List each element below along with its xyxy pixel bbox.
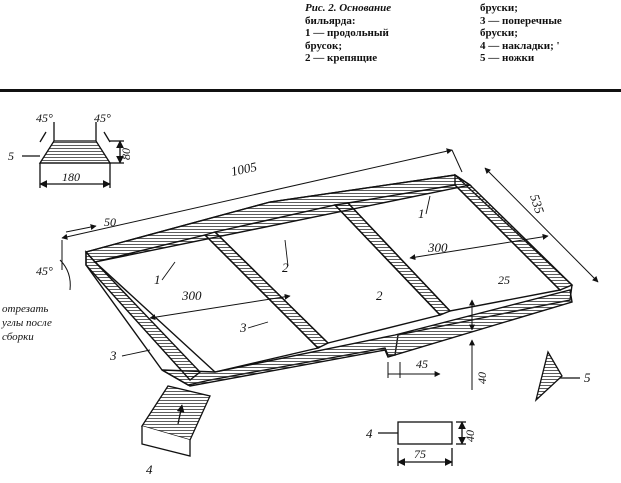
inner-length-left: 300 xyxy=(181,288,202,303)
caption-line: брусок; xyxy=(305,39,343,52)
edge-25-label: 25 xyxy=(498,273,510,287)
notch-40-label: 40 xyxy=(475,372,489,384)
caption-line: 2 — крепящие xyxy=(305,52,378,64)
length-label: 1005 xyxy=(230,159,259,179)
part-1-right: 1 xyxy=(418,206,425,221)
notch-45-label: 45 xyxy=(416,357,428,371)
leg-angle-left: 45° xyxy=(36,111,53,125)
frame-dimensions xyxy=(59,148,599,390)
pad-part-label: 4 xyxy=(366,426,373,441)
caption-line: бруски; xyxy=(480,2,518,14)
leg-part-label: 5 xyxy=(8,149,14,163)
pad-detail xyxy=(378,421,466,466)
leg-block xyxy=(140,385,211,457)
inner-length-right: 300 xyxy=(427,240,448,255)
caption-line: 5 — ножки xyxy=(480,52,535,64)
width-label: 535 xyxy=(527,192,547,216)
part-1-left: 1 xyxy=(154,272,161,287)
figure-caption: Рис. 2. Основание бильярда: 1 — продольн… xyxy=(305,2,615,84)
caption-line: бруски; xyxy=(480,27,518,39)
wedge xyxy=(534,350,580,402)
leader-lines xyxy=(121,195,431,357)
caption-right-column: бруски; 3 — поперечные бруски; 4 — накла… xyxy=(480,2,562,65)
billiard-base-drawing: 45° 45° 80 180 5 100 xyxy=(1,111,599,477)
part-3-middle: 3 xyxy=(239,320,247,335)
caption-line: бильярда: xyxy=(305,14,356,27)
part-2-top: 2 xyxy=(282,260,289,275)
header-rule xyxy=(0,89,621,92)
caption-left-column: Рис. 2. Основание бильярда: 1 — продольн… xyxy=(305,2,391,65)
caption-title: Рис. 2. Основание xyxy=(305,2,392,14)
leg-height-label: 80 xyxy=(119,148,133,160)
part-3-left: 3 xyxy=(109,348,117,363)
caption-line: 1 — продольный xyxy=(305,27,389,39)
caption-line: 3 — поперечные xyxy=(480,14,562,27)
leg-angle-right: 45° xyxy=(94,111,111,125)
part-5-label: 5 xyxy=(584,370,591,385)
part-4-label: 4 xyxy=(146,462,153,477)
cut-note-line-3: сборки xyxy=(2,331,34,343)
pad-height-label: 40 xyxy=(463,430,477,442)
cut-note-line-2: углы после xyxy=(1,317,52,329)
leg-width-label: 180 xyxy=(62,170,80,184)
part-2-bottom: 2 xyxy=(376,288,383,303)
cut-note-line-1: отрезать xyxy=(2,303,48,315)
edge-50-label: 50 xyxy=(104,215,116,229)
caption-line: 4 — накладки; ' xyxy=(480,39,560,52)
pad-length-label: 75 xyxy=(414,447,426,461)
corner-angle-label: 45° xyxy=(36,264,53,278)
